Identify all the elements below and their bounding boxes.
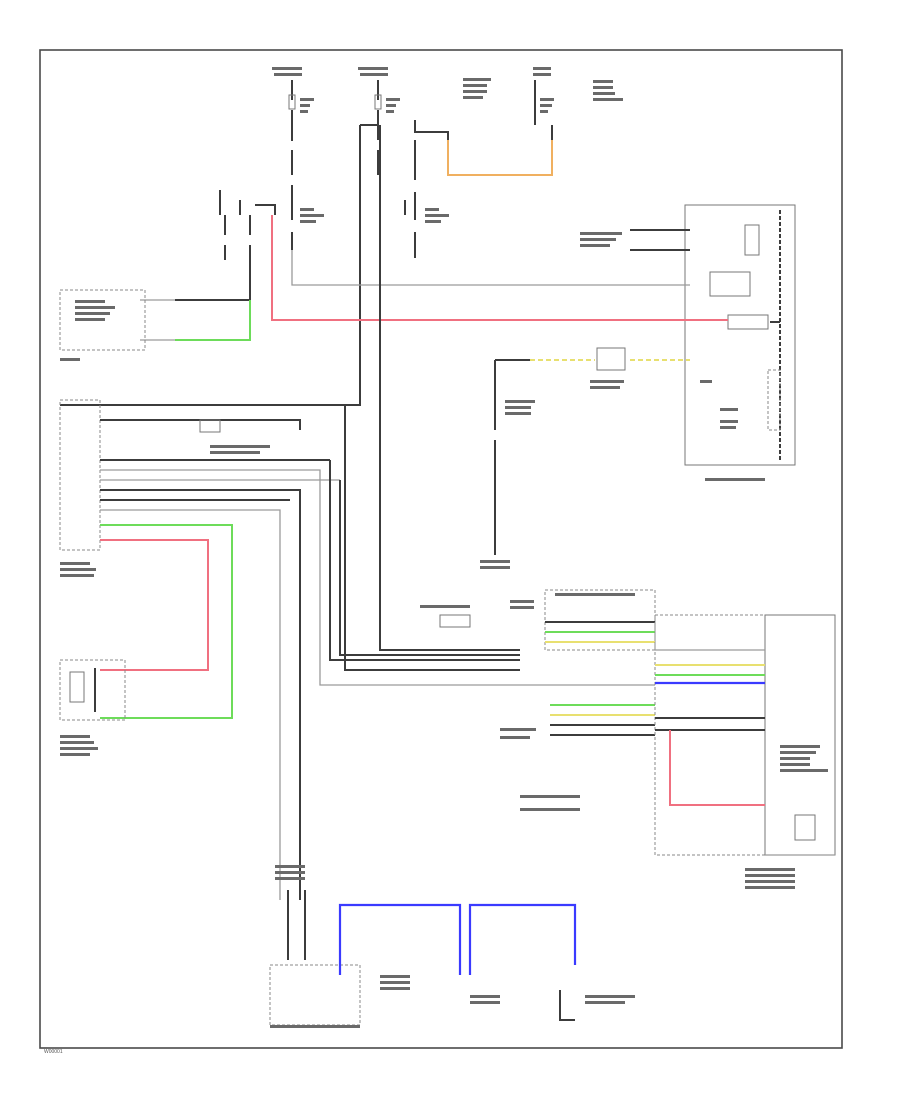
top-fuses bbox=[288, 80, 554, 125]
combination-meter bbox=[580, 204, 796, 481]
main-feed-wires bbox=[60, 110, 650, 406]
seat-belt-buckle bbox=[59, 659, 126, 756]
mid-fuses bbox=[219, 190, 449, 223]
left-stubs bbox=[140, 215, 650, 341]
right-center-module bbox=[420, 589, 656, 811]
front-passenger-seat-heater-block bbox=[59, 289, 146, 361]
top-fuse-labels bbox=[272, 67, 623, 101]
diagram-frame bbox=[39, 49, 843, 1049]
bottom-connectors bbox=[269, 865, 635, 1028]
figure-id: W00001 bbox=[44, 1049, 63, 1055]
center-mid-circuit bbox=[480, 347, 690, 569]
left-control-module bbox=[59, 125, 520, 900]
right-passenger-module bbox=[654, 614, 836, 889]
